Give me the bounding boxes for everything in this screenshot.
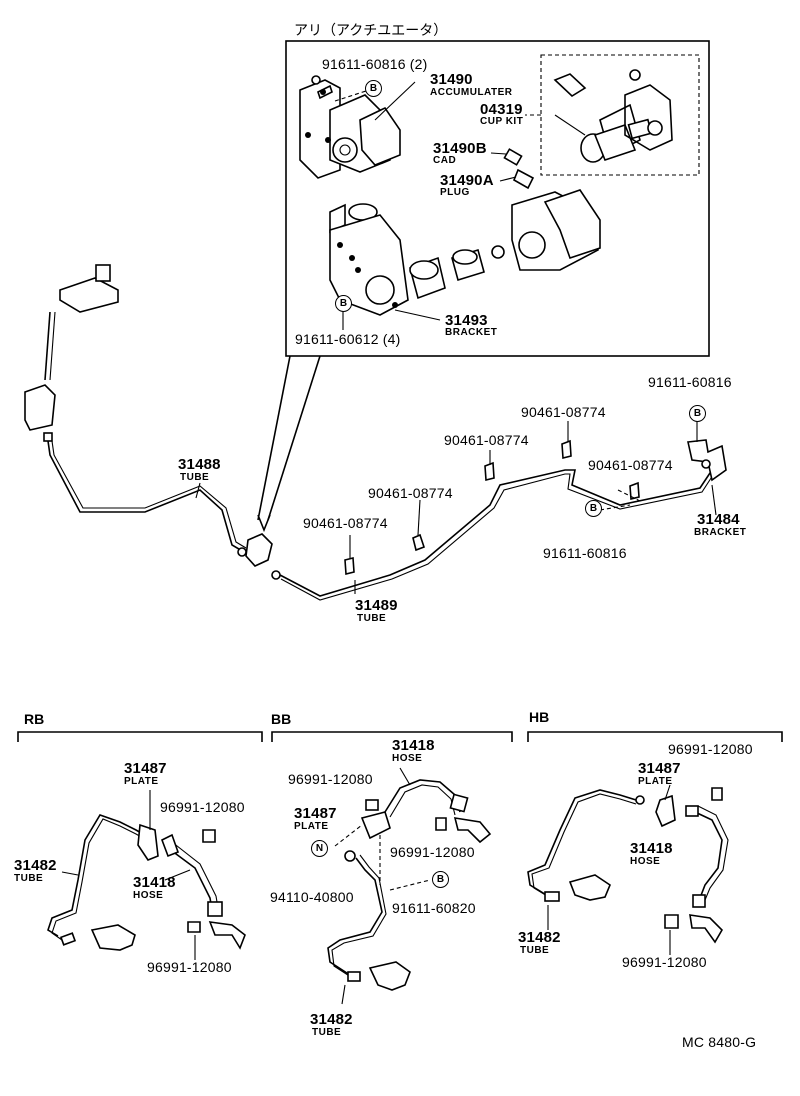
accumulator-drawing <box>299 75 401 179</box>
hb-plate-sub: PLATE <box>638 776 673 787</box>
main-marker-b1: B <box>689 405 706 422</box>
bracket-31484-sub: BRACKET <box>694 527 747 538</box>
inset-part-31490b: 31490B <box>433 140 487 157</box>
inset-part-31490b-sub: CAD <box>433 155 457 166</box>
actuator-inset-frame <box>285 40 710 357</box>
inset-part-91611-60816-2: 91611-60816 (2) <box>322 56 428 72</box>
bb-tube-label: 31482 <box>310 1011 353 1028</box>
tube-31489-label: 31489 <box>355 597 398 614</box>
inset-marker-b2: B <box>335 295 352 312</box>
clip-label-a: 90461-08774 <box>303 515 388 531</box>
bb-hose-label: 31418 <box>392 737 435 754</box>
rb-plate-label: 31487 <box>124 760 167 777</box>
clip-label-b: 90461-08774 <box>368 485 453 501</box>
tube-31489-sub: TUBE <box>357 613 387 624</box>
hb-hose-sub: HOSE <box>630 856 661 867</box>
inset-part-31490a: 31490A <box>440 172 494 189</box>
rb-section-drawing <box>47 790 246 960</box>
rb-clip-bottom-label: 96991-12080 <box>147 959 232 975</box>
bb-section-title: BB <box>271 711 292 727</box>
rb-section-title: RB <box>24 711 45 727</box>
hb-section-bracket <box>527 731 783 742</box>
cup-kit-drawing <box>553 69 673 163</box>
inset-part-31490: 31490 <box>430 71 473 88</box>
clip-label-e: 90461-08774 <box>588 457 673 473</box>
bb-tube-sub: TUBE <box>312 1027 342 1038</box>
hb-tube-sub: TUBE <box>520 945 550 956</box>
hb-clip-bottom-label: 96991-12080 <box>622 954 707 970</box>
rb-plate-sub: PLATE <box>124 776 159 787</box>
rb-section-bracket <box>17 731 263 742</box>
bb-section-drawing <box>327 767 492 1005</box>
tube-31488-line <box>47 440 245 553</box>
inset-part-04319-sub: CUP KIT <box>480 116 524 127</box>
tube-31488-label: 31488 <box>178 456 221 473</box>
bb-plate-label: 31487 <box>294 805 337 822</box>
bb-bolt-label: 91611-60820 <box>392 900 476 916</box>
clip-label-d: 90461-08774 <box>521 404 606 420</box>
bb-clip-top-label: 96991-12080 <box>288 771 373 787</box>
inset-part-91611-60612-4: 91611-60612 (4) <box>295 331 401 347</box>
hb-section-drawing <box>527 784 729 955</box>
hb-clip-top-label: 96991-12080 <box>668 741 753 757</box>
inset-part-04319: 04319 <box>480 101 523 118</box>
hb-hose-label: 31418 <box>630 840 673 857</box>
bb-hose-sub: HOSE <box>392 753 423 764</box>
bb-plate-sub: PLATE <box>294 821 329 832</box>
cup-kit-inset-frame <box>540 54 700 176</box>
bb-nut-marker: N <box>311 840 328 857</box>
inset-part-31490a-sub: PLUG <box>440 187 470 198</box>
bb-bolt-marker: B <box>432 871 449 888</box>
main-marker-b2: B <box>585 500 602 517</box>
hb-plate-label: 31487 <box>638 760 681 777</box>
bolt-label-b: 91611-60816 <box>543 545 627 561</box>
inset-marker-b1: B <box>365 80 382 97</box>
rb-tube-sub: TUBE <box>14 873 44 884</box>
rb-tube-label: 31482 <box>14 857 57 874</box>
rb-clip-top-label: 96991-12080 <box>160 799 245 815</box>
bb-nut-label: 94110-40800 <box>270 889 354 905</box>
rb-hose-sub: HOSE <box>133 890 164 901</box>
inset-part-31490-sub: ACCUMULATER <box>430 87 513 98</box>
diagram-code: MC 8480-G <box>682 1034 757 1050</box>
bracket-31493-drawing <box>329 203 409 316</box>
inset-part-31493: 31493 <box>445 312 488 329</box>
rb-hose-label: 31418 <box>133 874 176 891</box>
hb-tube-label: 31482 <box>518 929 561 946</box>
hb-section-title: HB <box>529 709 550 725</box>
tube-31489-line <box>279 469 713 597</box>
bolt-label-a: 91611-60816 <box>648 374 732 390</box>
bracket-31484-label: 31484 <box>697 511 740 528</box>
inset-part-31493-sub: BRACKET <box>445 327 498 338</box>
master-cylinder-drawing <box>24 264 119 442</box>
tube-31488-sub: TUBE <box>180 472 210 483</box>
clip-label-c: 90461-08774 <box>444 432 529 448</box>
bb-section-bracket <box>271 731 513 742</box>
bb-clip-mid-label: 96991-12080 <box>390 844 475 860</box>
inset-title: アリ（アクチユエータ） <box>294 22 448 38</box>
